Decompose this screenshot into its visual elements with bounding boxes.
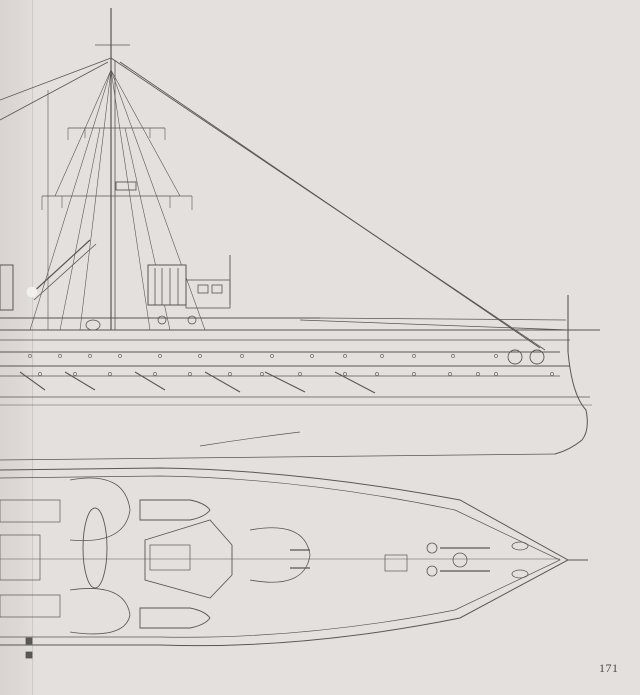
profile-view [0,8,600,461]
plan-view [0,467,588,659]
page-number: 171 [599,661,619,675]
binding-line [32,0,33,695]
page-gutter [0,0,34,695]
